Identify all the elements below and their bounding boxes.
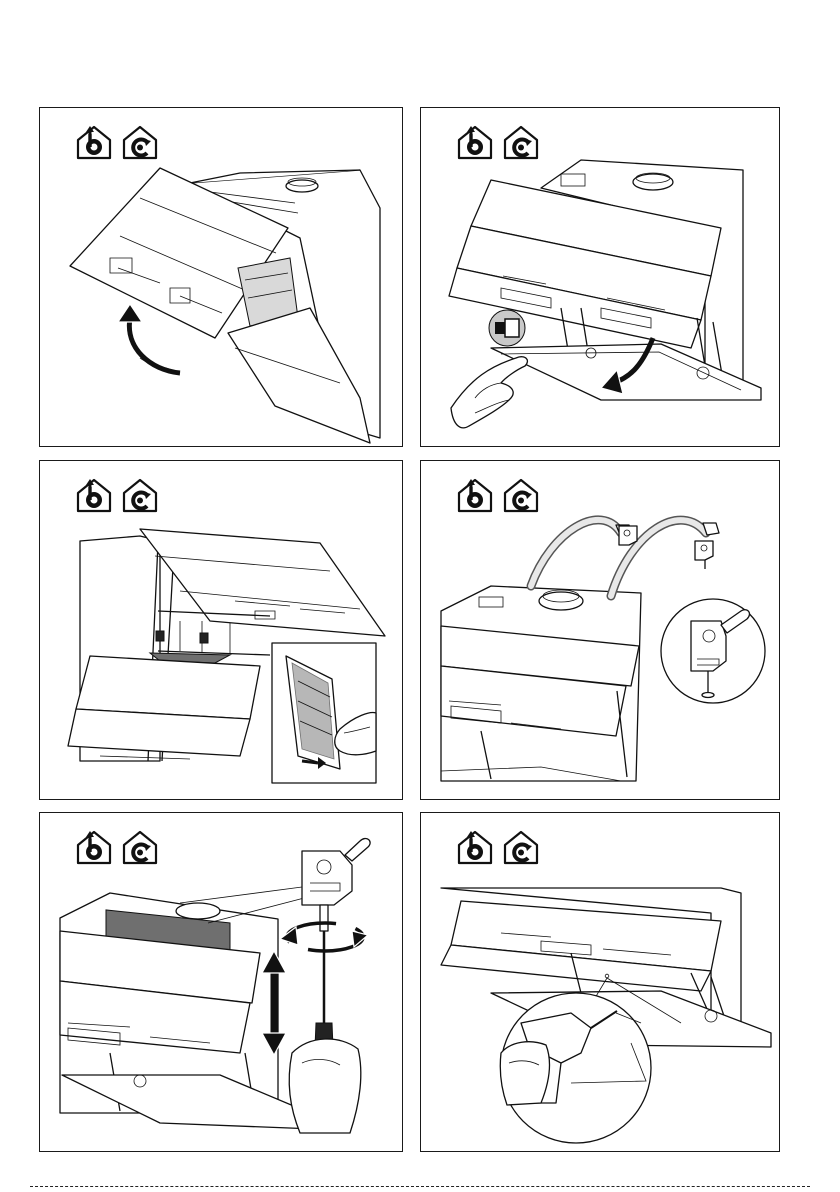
panel-move-brackets [420, 460, 780, 800]
illustration-open-glass [40, 108, 403, 447]
panel-adjust-screw [39, 812, 403, 1152]
illustration-remove-filter [40, 461, 403, 800]
panel-remove-filter [39, 460, 403, 800]
page-bottom-rule [30, 1186, 810, 1187]
panel-open-glass [39, 107, 403, 447]
panel-release-lower [420, 107, 780, 447]
illustration-adjust-screw [40, 813, 403, 1152]
illustration-release-lower [421, 108, 780, 447]
illustration-move-brackets [421, 461, 780, 800]
panel-drill-hole [420, 812, 780, 1152]
illustration-drill-hole [421, 813, 780, 1152]
